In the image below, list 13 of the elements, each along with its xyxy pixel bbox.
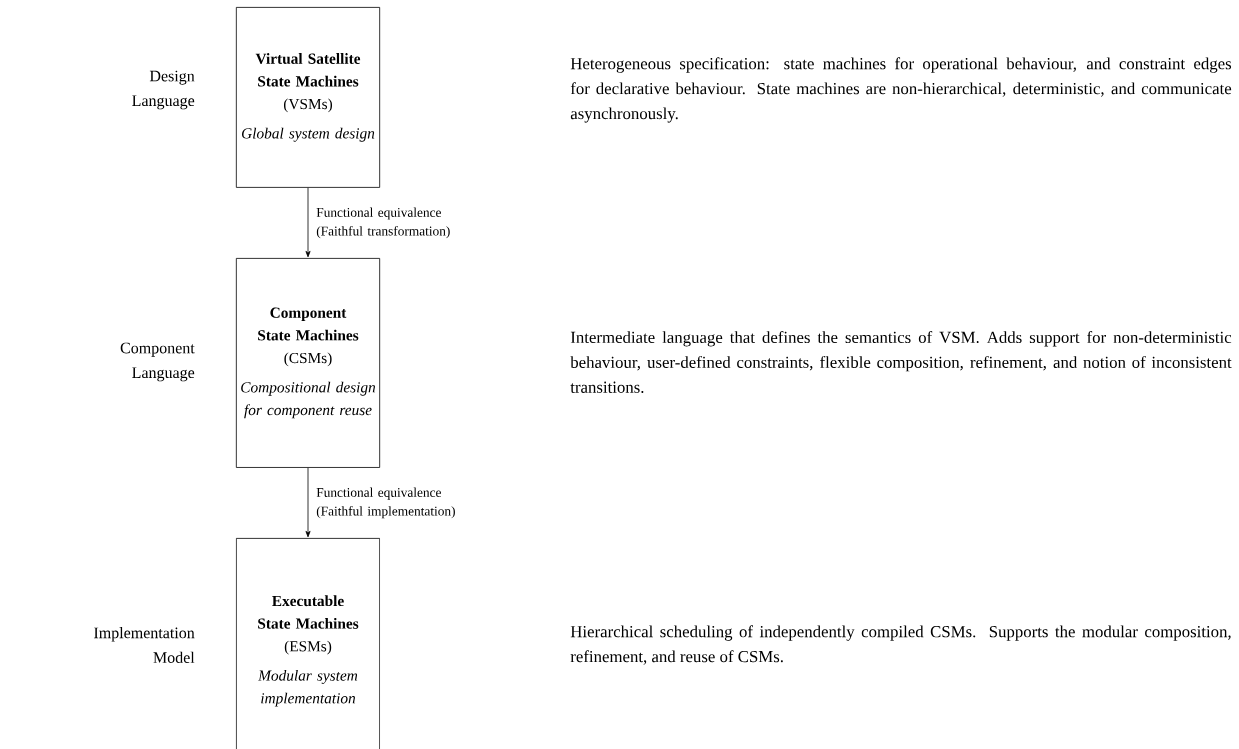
row-label: Component Language (120, 342, 195, 382)
edge-label: Functional equivalence (Faithful implementation) (316, 487, 455, 519)
row-label: Implementation Model (94, 627, 195, 663)
row-label: Design Language (132, 70, 195, 110)
state-machine-box: Virtual Satellite State Machines (VSMs) Global system design (235, 7, 381, 188)
description-text: Heterogeneous specification: state machines for operational behaviour, and constraint edges for declarative behaviour. State machines are non-hierarchical, deterministic, and communicate asynchronously. (570, 57, 1232, 123)
description-text: Intermediate language that defines the semantics of VSM. Adds support for non-deterministic behaviour, user-defined constraints, flexible composition, refinement, and notion of inconsistent transitions. (570, 331, 1232, 393)
state-machine-box: Executable State Machines (ESMs) Modular system implementation (235, 538, 381, 749)
arrow (305, 187, 311, 258)
arrow (305, 467, 311, 538)
state-machine-box: Component State Machines (CSMs) Compositional design for component reuse (235, 258, 381, 468)
edge-label: Functional equivalence (Faithful transformation) (316, 207, 450, 239)
description-text: Hierarchical scheduling of independently compiled CSMs. Supports the modular composition, refinement, and reuse of CSMs. (570, 625, 1231, 665)
